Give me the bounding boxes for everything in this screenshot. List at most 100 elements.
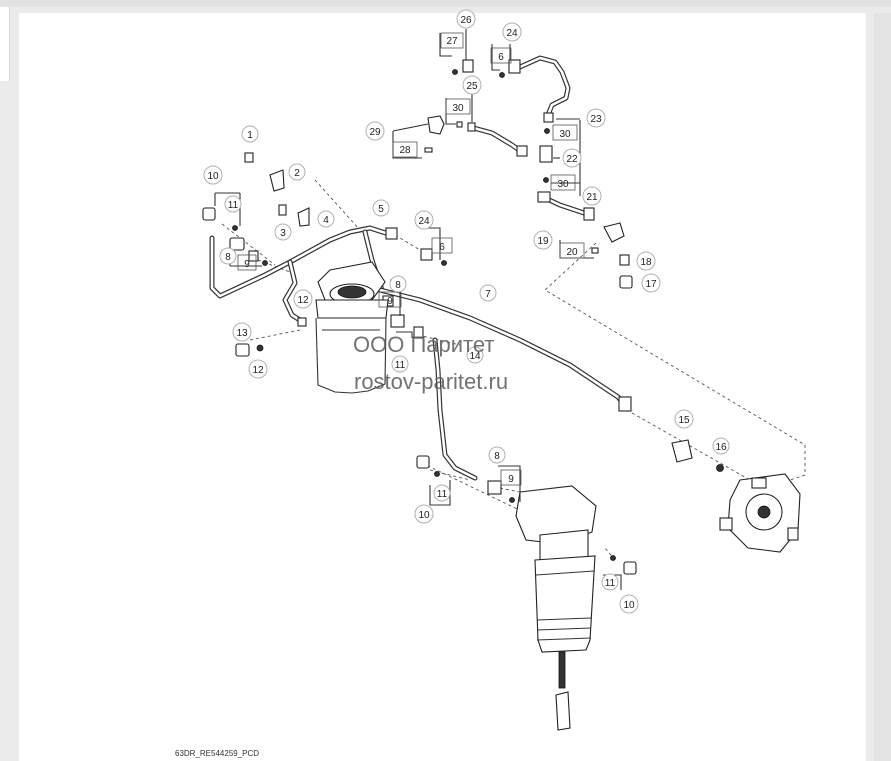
svg-text:3: 3 [280,228,286,239]
svg-text:11: 11 [228,200,239,211]
drawing-id-caption: 63DR_RE544259_PCD [175,749,260,758]
callout-16: 16 [712,437,730,455]
watermark-company: ООО Паритет [353,332,494,357]
svg-text:28: 28 [399,145,411,156]
callout-15: 15 [674,409,694,429]
svg-text:24: 24 [506,28,518,39]
svg-text:20: 20 [566,247,578,258]
svg-text:21: 21 [586,192,598,203]
box-9-mid: 9 [378,291,402,308]
callout-7: 7 [479,284,497,302]
svg-text:13: 13 [236,328,248,339]
svg-text:25: 25 [466,81,478,92]
svg-text:7: 7 [485,289,491,300]
box-30-b: 30 [552,124,578,141]
callout-10-right: 10 [619,594,639,614]
box-6-top: 6 [490,47,512,64]
box-20: 20 [559,242,585,259]
callout-10-low: 10 [414,504,434,524]
callout-24-top: 24 [502,22,522,42]
svg-text:14: 14 [469,351,481,362]
svg-text:10: 10 [418,510,430,521]
svg-text:19: 19 [537,236,549,247]
svg-text:30: 30 [452,103,464,114]
svg-text:22: 22 [566,154,578,165]
svg-text:12: 12 [297,295,309,306]
svg-text:11: 11 [605,578,616,589]
svg-text:29: 29 [369,127,381,138]
callout-17: 17 [641,273,661,293]
box-6-mid: 6 [431,237,453,254]
svg-text:18: 18 [640,257,652,268]
svg-text:12: 12 [252,365,264,376]
side-tab[interactable] [0,7,10,81]
callout-1: 1 [241,125,259,143]
callout-23: 23 [586,108,606,128]
svg-text:24: 24 [418,216,430,227]
svg-text:10: 10 [207,171,219,182]
callout-12-upper: 12 [293,289,313,309]
box-30-a: 30 [445,98,471,115]
svg-text:23: 23 [590,114,602,125]
injection-pump [719,473,801,553]
svg-text:16: 16 [715,442,727,453]
callout-11-low: 11 [433,484,451,502]
callout-4: 4 [317,210,335,228]
callout-22: 22 [562,148,582,168]
diagram-panel [19,13,866,761]
svg-text:26: 26 [460,15,472,26]
svg-text:8: 8 [494,451,500,462]
box-28: 28 [392,141,418,158]
svg-text:4: 4 [323,215,329,226]
callout-12-lower: 12 [248,359,268,379]
svg-text:9: 9 [244,259,250,270]
svg-text:8: 8 [225,252,231,263]
callout-26: 26 [456,9,476,29]
callout-19: 19 [533,230,553,250]
svg-text:11: 11 [395,360,406,371]
callout-29: 29 [365,121,385,141]
callout-11-right: 11 [601,573,619,591]
box-9-low: 9 [500,469,522,486]
callout-18: 18 [636,251,656,271]
svg-text:2: 2 [294,168,300,179]
box-30-c: 30 [550,174,576,191]
callout-24-mid: 24 [414,210,434,230]
svg-text:27: 27 [446,36,458,47]
svg-text:5: 5 [378,204,384,215]
svg-text:9: 9 [508,474,514,485]
svg-text:9: 9 [387,296,393,307]
svg-text:6: 6 [498,52,504,63]
fittings [202,59,724,575]
callout-bubbles: 26 24 25 29 23 22 21 19 18 17 1 2 10 11 … [203,9,730,614]
callout-8-low: 8 [488,446,506,464]
svg-text:11: 11 [437,489,448,500]
callout-21: 21 [582,186,602,206]
svg-text:30: 30 [557,179,569,190]
fuel-filter-lower [515,485,597,731]
callout-25: 25 [462,75,482,95]
fuel-lines [209,55,630,481]
svg-text:30: 30 [559,129,571,140]
callout-8-left: 8 [219,247,237,265]
leader-dash-lines [221,179,806,561]
callout-8-mid: 8 [389,275,407,293]
callout-11-left: 11 [224,195,242,213]
watermark-url: rostov-paritet.ru [354,369,508,394]
svg-text:15: 15 [678,415,690,426]
boxed-labels: 27 6 30 28 30 30 20 6 9 9 9 [237,32,585,486]
callout-10-left: 10 [203,165,223,185]
callout-5: 5 [372,199,390,217]
callout-2: 2 [288,163,306,181]
svg-text:17: 17 [645,279,657,290]
scrollbar[interactable] [874,13,891,761]
callout-3: 3 [274,223,292,241]
callout-14: 14 [466,346,484,364]
box-27: 27 [440,32,464,49]
callout-11-mid: 11 [391,355,409,373]
fuel-filter-upper [315,261,389,394]
callout-13: 13 [232,322,252,342]
svg-text:1: 1 [247,130,253,141]
svg-text:10: 10 [623,600,635,611]
